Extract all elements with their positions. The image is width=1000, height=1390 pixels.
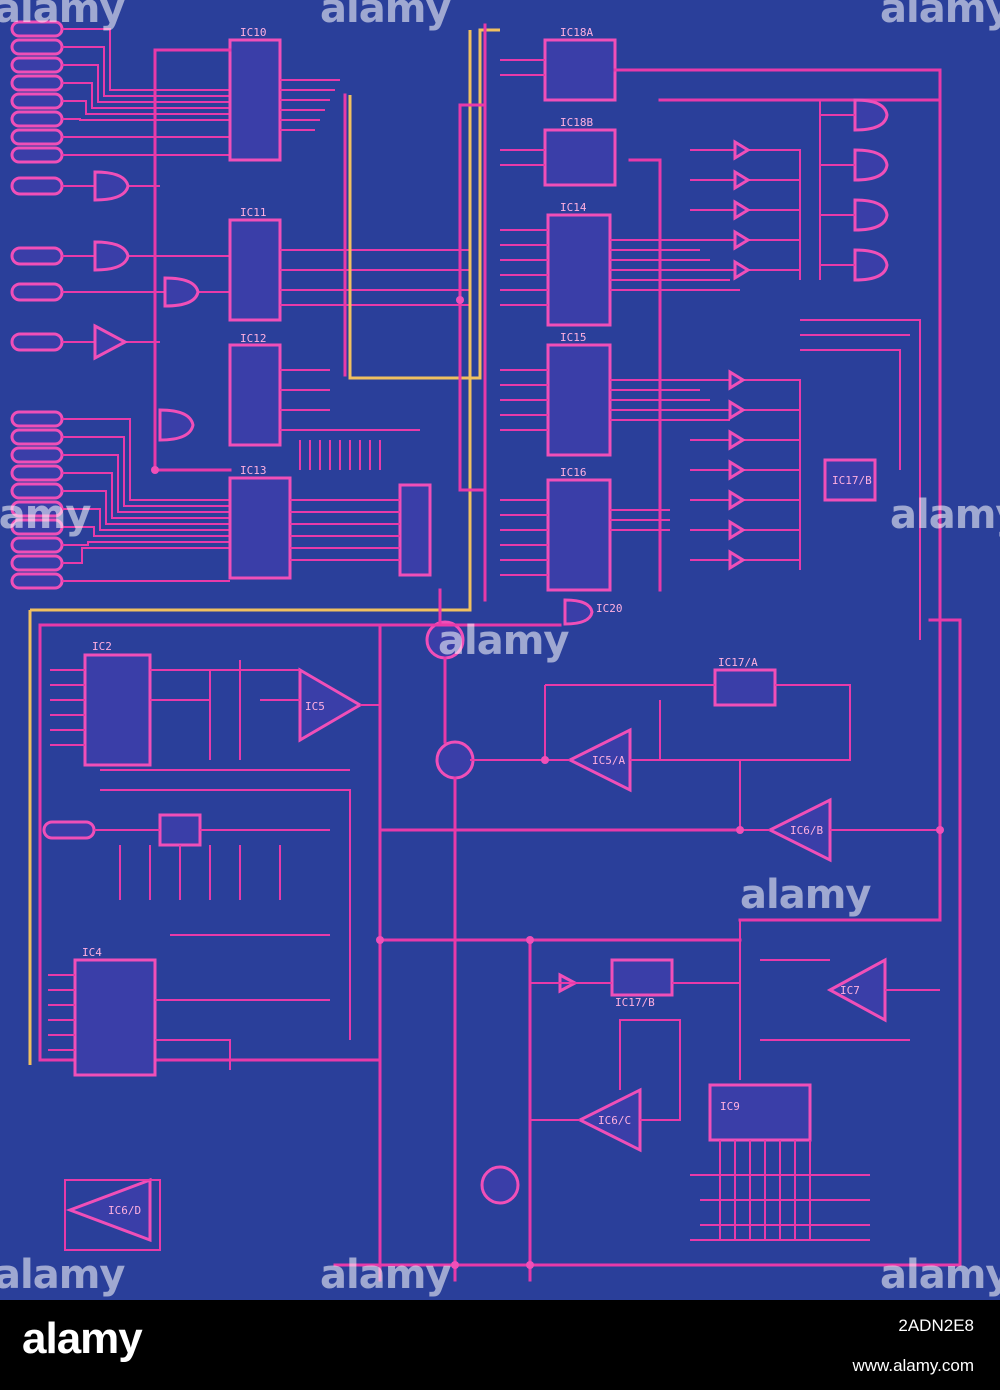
data-bus xyxy=(28,23,500,1065)
watermark-text: alamy xyxy=(438,618,569,664)
svg-text:IC17/B: IC17/B xyxy=(832,474,872,487)
stock-brand-logo: alamy xyxy=(22,1314,143,1363)
svg-text:IC6/C: IC6/C xyxy=(598,1114,631,1127)
svg-text:IC6/D: IC6/D xyxy=(108,1204,141,1217)
image-id: 2ADN2E8 xyxy=(898,1316,974,1335)
analog-section: IC2 IC5 IC4 IC6/D xyxy=(38,623,382,1251)
svg-text:IC18B: IC18B xyxy=(560,116,593,129)
svg-text:IC20: IC20 xyxy=(596,602,623,615)
watermark-text: alamy xyxy=(320,0,451,32)
circuit-schematic-image: IC10 IC11 IC12 IC13 IC18A xyxy=(0,0,1000,1300)
watermark-text: alamy xyxy=(740,872,871,918)
watermark-text: alamy xyxy=(880,0,1000,32)
right-bus-wires xyxy=(458,59,942,922)
stock-footer-bar: alamy 2ADN2E8 www.alamy.com xyxy=(0,1300,1000,1390)
ic-chips-right: IC18A IC18B IC14 IC15 IC16 IC20 xyxy=(543,26,623,626)
svg-text:IC16: IC16 xyxy=(560,466,587,479)
connector-pads-top xyxy=(10,20,64,352)
svg-text:IC4: IC4 xyxy=(82,946,102,959)
connector-wires xyxy=(62,28,230,582)
svg-text:IC13: IC13 xyxy=(240,464,267,477)
svg-text:IC15: IC15 xyxy=(560,331,587,344)
svg-text:IC11: IC11 xyxy=(240,206,267,219)
transistor-opamp-section: IC5/A IC6/B IC17/A IC17/B IC6/C IC7 IC9 xyxy=(333,588,962,1282)
svg-text:IC17/B: IC17/B xyxy=(615,996,655,1009)
watermark-text: alamy xyxy=(880,1252,1000,1298)
diode-array: IC17/B xyxy=(690,98,921,640)
svg-text:IC9: IC9 xyxy=(720,1100,740,1113)
svg-text:IC5: IC5 xyxy=(305,700,325,713)
site-url: www.alamy.com xyxy=(852,1356,974,1375)
svg-text:IC10: IC10 xyxy=(240,26,267,39)
watermark-text: alamy xyxy=(0,1252,125,1298)
watermark-text: alamy xyxy=(0,492,91,538)
svg-text:IC17/A: IC17/A xyxy=(718,656,758,669)
svg-text:IC14: IC14 xyxy=(560,201,587,214)
ic-output-wires xyxy=(153,48,470,561)
ic-chips-left: IC10 IC11 IC12 IC13 xyxy=(228,26,432,580)
svg-text:IC18A: IC18A xyxy=(560,26,593,39)
svg-text:IC6/B: IC6/B xyxy=(790,824,823,837)
watermark-text: alamy xyxy=(320,1252,451,1298)
svg-text:IC2: IC2 xyxy=(92,640,112,653)
svg-text:IC7: IC7 xyxy=(840,984,860,997)
watermark-text: alamy xyxy=(890,492,1000,538)
svg-text:IC12: IC12 xyxy=(240,332,267,345)
svg-text:IC5/A: IC5/A xyxy=(592,754,625,767)
connector-pads-lower xyxy=(10,410,96,840)
junction-nodes xyxy=(151,296,944,1269)
logic-gates xyxy=(93,170,200,442)
watermark-text: alamy xyxy=(0,0,125,32)
